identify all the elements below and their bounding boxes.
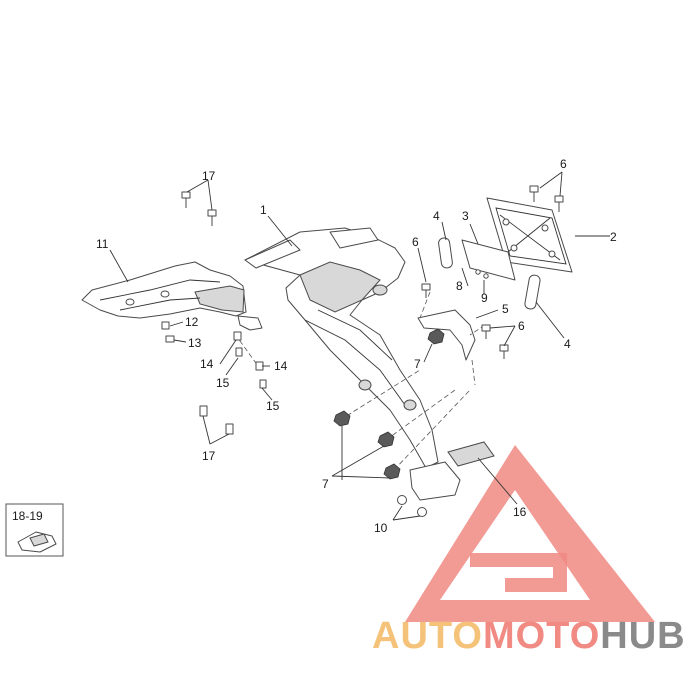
callout-6-right: 6: [518, 319, 525, 333]
inset-box: 18-19: [5, 503, 64, 557]
callout-11: 11: [96, 237, 109, 251]
callout-12: 12: [185, 315, 199, 329]
callout-8: 8: [456, 279, 463, 293]
callout-15-left: 15: [216, 376, 230, 390]
watermark-logo: [405, 445, 655, 622]
reflector-part: [447, 441, 495, 467]
rubber-pad-left-part: [438, 237, 453, 269]
plate-light-mount-part: [409, 461, 461, 501]
callout-labels: 1 2 3 4 4 5 6 6 6 7 7 8 9 10 11 12 13 14…: [96, 157, 617, 535]
callout-9: 9: [481, 291, 488, 305]
callout-7-lower: 7: [322, 477, 329, 491]
support-plate-part: [417, 309, 476, 361]
callout-14-left: 14: [200, 357, 214, 371]
callout-17-top: 17: [202, 169, 216, 183]
watermark-auto: AUTO: [372, 615, 483, 657]
assembly-lines: [234, 291, 486, 471]
callout-14-right: 14: [274, 359, 288, 373]
plate-bracket-part: [461, 239, 516, 281]
leader-lines: [109, 171, 610, 521]
callout-6-top: 6: [560, 157, 567, 171]
callout-3: 3: [462, 209, 469, 223]
watermark-moto: MOTO: [483, 615, 600, 657]
callout-1: 1: [260, 203, 267, 217]
watermark-hub: HUB: [600, 615, 685, 657]
side-cover-part: [81, 261, 263, 331]
callout-6-left: 6: [412, 235, 419, 249]
callout-16: 16: [513, 505, 527, 519]
watermark-text: AUTOMOTOHUB: [372, 615, 686, 657]
fasteners: [161, 185, 564, 517]
callout-5: 5: [502, 302, 509, 316]
callout-15-right: 15: [266, 399, 280, 413]
callout-2: 2: [610, 230, 617, 244]
rubber-pad-right-part: [524, 274, 541, 310]
callout-7-upper: 7: [414, 357, 421, 371]
plate-holder-bracket-part: [244, 227, 439, 469]
callout-4-top: 4: [433, 209, 440, 223]
callout-4-bottom: 4: [564, 337, 571, 351]
inset-label: 18-19: [12, 509, 43, 523]
callout-13: 13: [188, 336, 202, 350]
callout-17-bottom: 17: [202, 449, 216, 463]
callout-10: 10: [374, 521, 388, 535]
